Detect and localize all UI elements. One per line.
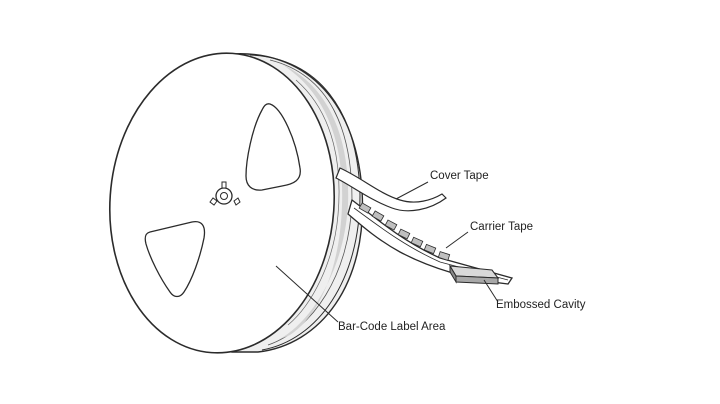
label-bar-code-label-area: Bar-Code Label Area [338, 321, 446, 333]
reel-window-upper [245, 103, 301, 191]
reel-window-lower [144, 220, 206, 298]
embossed-cavity-pocket [448, 264, 500, 285]
leader-carrier-tape [445, 231, 469, 249]
cover-tape [335, 167, 447, 212]
label-carrier-tape: Carrier Tape [470, 221, 534, 233]
carrier-tape-pockets [358, 202, 451, 261]
leader-cover-tape [395, 181, 429, 200]
label-cover-tape: Cover Tape [430, 170, 489, 182]
reel-hub [209, 181, 241, 206]
leader-embossed-cavity [483, 279, 499, 303]
leader-bar-code-label-area [275, 265, 339, 323]
label-embossed-cavity: Embossed Cavity [496, 299, 586, 311]
leader-lines [275, 181, 499, 323]
